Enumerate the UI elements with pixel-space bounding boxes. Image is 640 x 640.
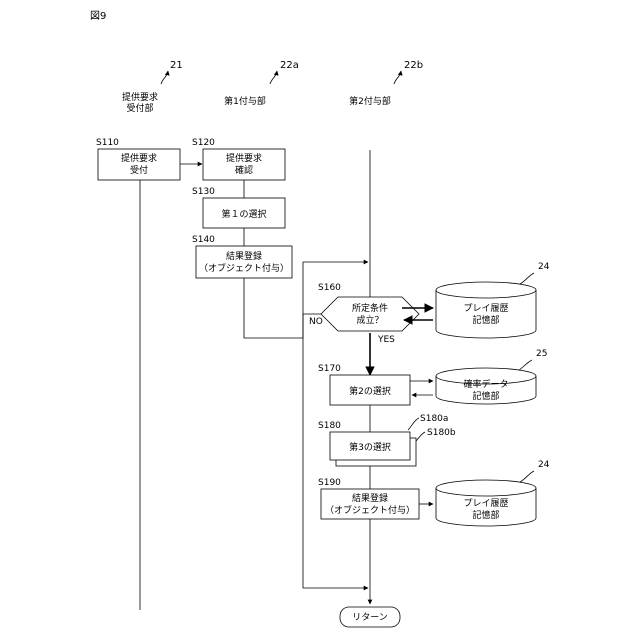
lane-ref-22a: 22a — [270, 60, 299, 84]
store-ref-db3: 24 — [538, 460, 550, 470]
svg-text:21: 21 — [170, 60, 183, 71]
step-s190-line1: 結果登録 — [352, 492, 388, 504]
lane-title-21-line1: 提供要求 — [122, 91, 158, 103]
step-id-s120: S120 — [192, 138, 215, 148]
store-db1-line2: 記憶部 — [472, 314, 499, 326]
step-id-s190: S190 — [318, 478, 341, 488]
s180b-leader — [416, 432, 425, 441]
step-id-s180: S180 — [318, 421, 341, 431]
step-id-s180b: S180b — [427, 428, 456, 438]
step-s110-line2: 受付 — [130, 164, 148, 176]
store-db1-line1: プレイ履歴 — [463, 303, 508, 314]
step-s120-line2: 確認 — [235, 164, 253, 176]
store-db3-line1: プレイ履歴 — [463, 498, 508, 509]
step-s140-line1: 結果登録 — [226, 250, 262, 262]
lane-ref-21: 21 — [161, 60, 183, 84]
store-db2-line1: 確率データ — [463, 378, 508, 390]
step-s160-line1: 所定条件 — [352, 302, 388, 314]
step-s160-line2: 成立？ — [356, 314, 383, 326]
store-ref-db1: 24 — [538, 262, 550, 272]
step-s110-line1: 提供要求 — [121, 152, 157, 164]
label-yes: YES — [377, 335, 395, 345]
s180a-leader — [408, 418, 419, 430]
figure-label: 図9 — [90, 10, 106, 22]
step-s120-line1: 提供要求 — [226, 152, 262, 164]
step-id-s170: S170 — [318, 364, 341, 374]
step-s130-line1: 第１の選択 — [221, 208, 266, 220]
step-id-s160: S160 — [318, 283, 341, 293]
store-ref-db2: 25 — [536, 349, 547, 359]
label-no: NO — [309, 317, 323, 327]
step-id-s140: S140 — [192, 235, 215, 245]
svg-text:22a: 22a — [280, 60, 299, 71]
step-id-s130: S130 — [192, 187, 215, 197]
store-db3-line2: 記憶部 — [472, 509, 499, 521]
store-ref-db3-leader — [518, 471, 534, 483]
step-s180-line1: 第3の選択 — [349, 441, 391, 453]
step-id-s110: S110 — [96, 138, 119, 148]
lane-title-22a: 第1付与部 — [224, 95, 266, 107]
step-id-s180a: S180a — [420, 414, 448, 424]
svg-text:22b: 22b — [404, 60, 423, 71]
step-s140-line2: （オブジェクト付与） — [199, 262, 289, 274]
lane-title-21-line2: 受付部 — [126, 102, 153, 114]
store-db2-line2: 記憶部 — [472, 390, 499, 402]
terminal-return-label: リターン — [352, 612, 388, 623]
step-s190-line2: （オブジェクト付与） — [325, 504, 415, 516]
store-ref-db1-leader — [518, 273, 534, 285]
lane-ref-22b: 22b — [394, 60, 423, 84]
lane-title-22b: 第2付与部 — [349, 95, 391, 107]
step-s170-line1: 第2の選択 — [349, 385, 391, 397]
